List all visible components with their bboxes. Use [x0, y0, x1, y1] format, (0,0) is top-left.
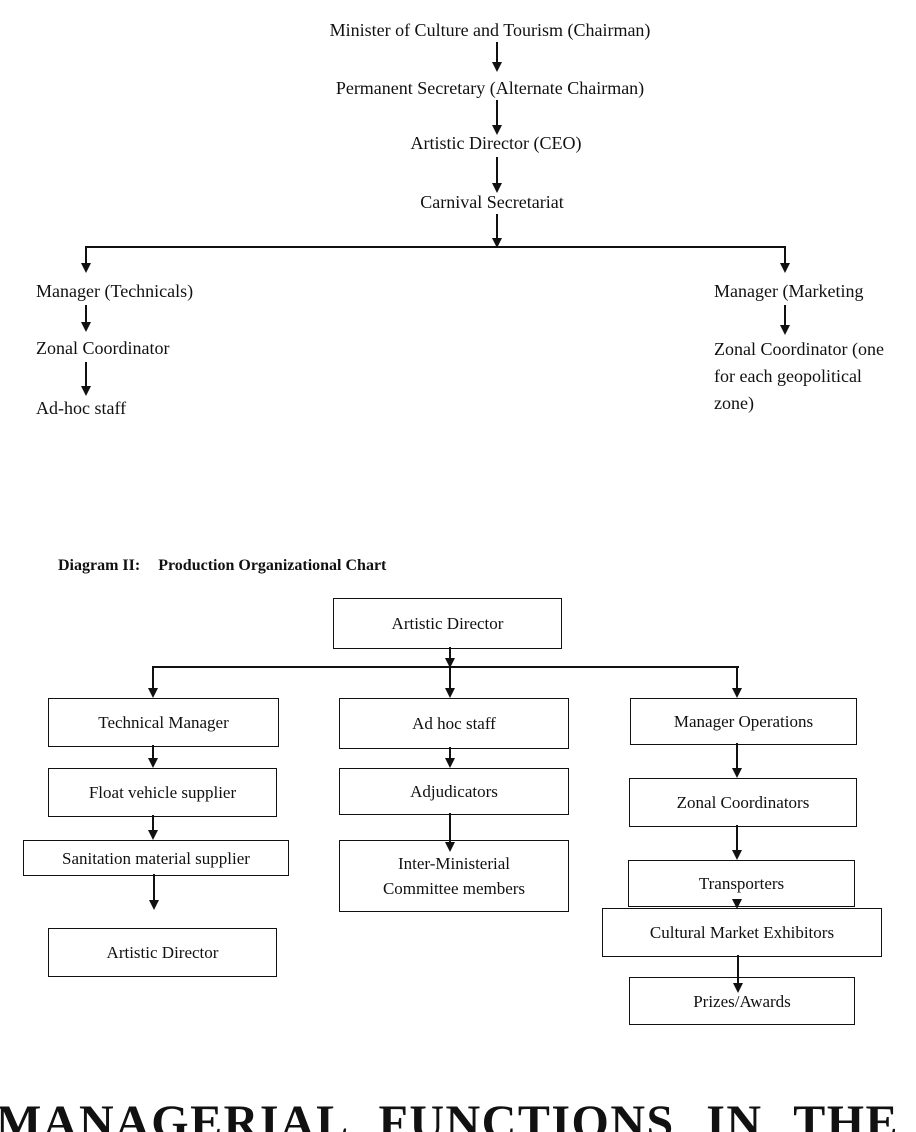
arrow-down-icon — [732, 688, 742, 698]
section-heading-managerial-functions: MANAGERIAL FUNCTIONS IN THE — [0, 1096, 900, 1132]
arrow-down-icon — [445, 688, 455, 698]
top-chart-zonal-coordinator-right: Zonal Coordinator (one for each geopolit… — [714, 339, 884, 413]
connector-line — [85, 305, 87, 323]
arrow-down-icon — [732, 768, 742, 778]
connector-line — [496, 42, 498, 63]
top-chart-adhoc-staff: Ad-hoc staff — [36, 398, 127, 418]
connector-line — [784, 246, 786, 264]
arrow-down-icon — [492, 62, 502, 72]
connector-line — [736, 825, 738, 851]
top-chart-manager-technicals: Manager (Technicals) — [36, 281, 194, 301]
top-chart-level-permanent-secretary: Permanent Secretary (Alternate Chairman) — [335, 78, 645, 98]
top-chart-level-minister: Minister of Culture and Tourism (Chairma… — [329, 20, 651, 40]
arrow-down-icon — [81, 386, 91, 396]
connector-line — [496, 157, 498, 184]
connector-line — [736, 743, 738, 769]
node-adjudicators: Adjudicators — [339, 768, 569, 815]
connector-line — [737, 955, 739, 984]
node-ad-hoc-staff: Ad hoc staff — [339, 698, 569, 749]
connector-line — [784, 305, 786, 326]
diagram2-caption-label: Diagram II: — [58, 557, 141, 574]
arrow-down-icon — [492, 238, 502, 248]
arrow-down-icon — [732, 850, 742, 860]
connector-line — [152, 666, 154, 688]
arrow-down-icon — [492, 183, 502, 193]
node-cultural-market-exhibitors: Cultural Market Exhibitors — [602, 908, 882, 957]
connector-line — [449, 813, 451, 843]
arrow-down-icon — [732, 899, 742, 909]
arrow-down-icon — [733, 983, 743, 993]
connector-line — [449, 668, 451, 688]
node-zonal-coordinators: Zonal Coordinators — [629, 778, 857, 827]
connector-line — [153, 874, 155, 901]
node-float-vehicle-supplier: Float vehicle supplier — [48, 768, 277, 817]
arrow-down-icon — [148, 758, 158, 768]
connector-line — [449, 747, 451, 759]
diagram2-caption: Diagram II: Production Organizational Cha… — [58, 557, 386, 575]
node-technical-manager: Technical Manager — [48, 698, 279, 747]
connector-line — [85, 246, 87, 264]
arrow-down-icon — [445, 842, 455, 852]
arrow-down-icon — [780, 263, 790, 273]
node-inter-ministerial-committee: Inter-Ministerial Committee members — [339, 840, 569, 912]
arrow-down-icon — [81, 263, 91, 273]
connector-line — [152, 745, 154, 759]
connector-line — [496, 100, 498, 126]
connector-line — [152, 815, 154, 831]
top-chart-level-artistic-director: Artistic Director (CEO) — [410, 133, 582, 153]
node-artistic-director-root: Artistic Director — [333, 598, 562, 649]
connector-line — [87, 246, 786, 248]
connector-line — [496, 214, 498, 239]
arrow-down-icon — [149, 900, 159, 910]
arrow-down-icon — [148, 830, 158, 840]
node-manager-operations: Manager Operations — [630, 698, 857, 745]
top-chart-manager-marketing: Manager (Marketing — [714, 281, 864, 301]
arrow-down-icon — [492, 125, 502, 135]
top-chart-level-carnival-secretariat: Carnival Secretariat — [420, 192, 564, 212]
node-artistic-director-bottom: Artistic Director — [48, 928, 277, 977]
arrow-down-icon — [445, 758, 455, 768]
top-chart-zonal-coordinator-left: Zonal Coordinator — [36, 338, 170, 358]
node-sanitation-material-supplier: Sanitation material supplier — [23, 840, 289, 876]
inter-ministerial-label: Inter-Ministerial Committee members — [382, 854, 526, 898]
arrow-down-icon — [81, 322, 91, 332]
arrow-down-icon — [780, 325, 790, 335]
connector-line — [449, 647, 451, 667]
arrow-down-icon — [148, 688, 158, 698]
connector-line — [736, 666, 738, 688]
connector-line — [85, 362, 87, 387]
diagram2-caption-title: Production Organizational Chart — [158, 557, 387, 574]
arrow-down-icon — [445, 658, 455, 668]
